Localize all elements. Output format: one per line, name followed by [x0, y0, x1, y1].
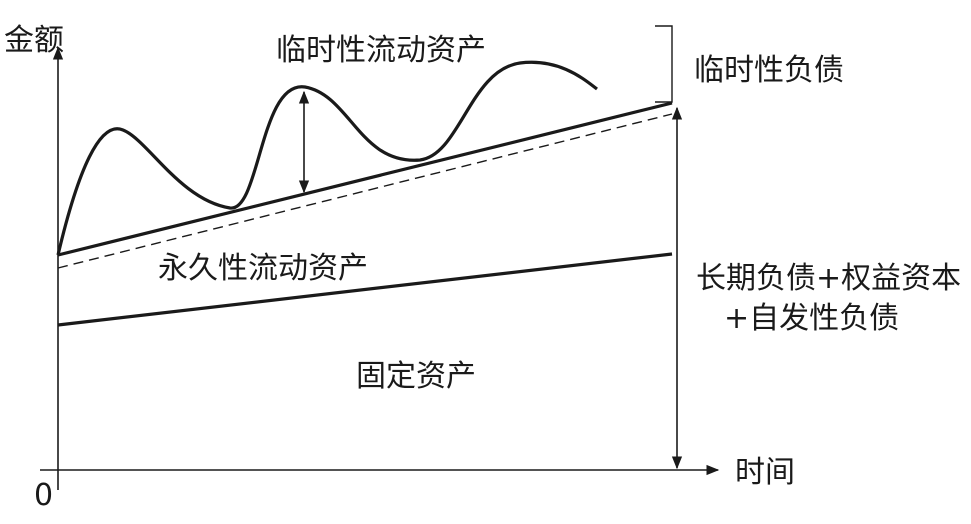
origin-label: 0 [34, 478, 53, 513]
permanent-assets-line [57, 101, 673, 257]
temporary-current-assets-label: 临时性流动资产 [276, 33, 486, 68]
long-term-funding-label-line1: 长期负债+权益资本 [696, 261, 961, 296]
long-term-financing-dashed-line [57, 113, 673, 269]
permanent-current-assets-label: 永久性流动资产 [158, 251, 368, 286]
y-axis-label: 金额 [4, 23, 64, 58]
fixed-assets-label: 固定资产 [356, 359, 476, 394]
fixed-assets-line [57, 252, 673, 327]
temporary-liabilities-bracket [655, 25, 673, 103]
total-assets-wave-curve [56, 60, 598, 256]
temporary-liabilities-label: 临时性负债 [694, 53, 844, 88]
long-term-funding-label-line2: +自发性负债 [724, 301, 899, 336]
x-axis-label: 时间 [735, 455, 795, 490]
